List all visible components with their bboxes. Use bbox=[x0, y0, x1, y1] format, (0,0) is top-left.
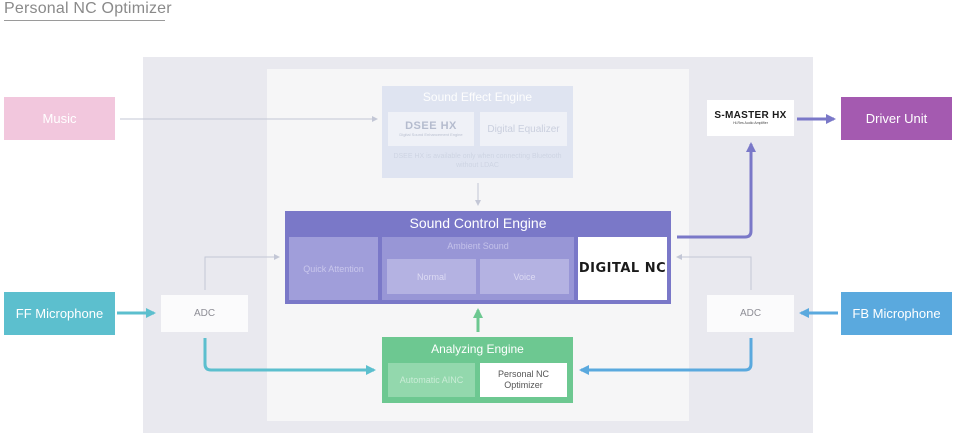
personal-nc-optimizer-block: Personal NC Optimizer bbox=[480, 363, 567, 397]
arrow-control-to-smaster bbox=[677, 142, 756, 239]
smaster-subtitle: Hi-Res Audio Amplifier bbox=[733, 121, 768, 125]
ambient-voice: Voice bbox=[480, 259, 569, 294]
smaster-logo: S-MASTER HX bbox=[714, 110, 787, 121]
arrow-adc-right-to-control bbox=[676, 254, 752, 290]
sound-control-engine-title: Sound Control Engine bbox=[409, 215, 547, 231]
ambient-normal: Normal bbox=[387, 259, 476, 294]
dsee-hx-block: DSEE HX Digital Sound Enhancement Engine bbox=[388, 112, 474, 146]
dsee-subtitle: Digital Sound Enhancement Engine bbox=[399, 132, 463, 137]
fb-microphone: FB Microphone bbox=[841, 292, 952, 335]
ambient-sound-title: Ambient Sound bbox=[447, 241, 509, 251]
automatic-ainc-block: Automatic AINC bbox=[388, 363, 475, 397]
sound-control-engine: Sound Control Engine Quick Attention Amb… bbox=[285, 211, 671, 304]
driver-unit: Driver Unit bbox=[841, 97, 952, 140]
arrow-adc-left-to-analyzing bbox=[203, 338, 376, 375]
dsee-note: DSEE HX is available only when connectin… bbox=[393, 153, 562, 169]
digital-nc-block: DIGITAL NC bbox=[578, 237, 667, 300]
ambient-sound-block: Ambient Sound Normal Voice bbox=[382, 237, 574, 300]
sound-effect-engine-title: Sound Effect Engine bbox=[422, 90, 533, 104]
adc-left: ADC bbox=[161, 295, 248, 332]
music-source: Music bbox=[4, 97, 115, 140]
digital-equalizer-block: Digital Equalizer bbox=[480, 112, 567, 146]
quick-attention-block: Quick Attention bbox=[289, 237, 378, 300]
dsee-logo: DSEE HX bbox=[405, 120, 457, 132]
title-underline bbox=[4, 20, 165, 21]
smaster-hx-amplifier: S-MASTER HX Hi-Res Audio Amplifier bbox=[707, 100, 794, 136]
analyzing-engine: Analyzing Engine Automatic AINC Personal… bbox=[382, 337, 573, 403]
ff-microphone: FF Microphone bbox=[4, 292, 115, 335]
sound-effect-engine: Sound Effect Engine DSEE HX Digital Soun… bbox=[382, 86, 573, 178]
page-title: Personal NC Optimizer bbox=[4, 0, 172, 17]
arrow-adc-left-to-control bbox=[204, 254, 280, 290]
arrow-adc-right-to-analyzing bbox=[579, 338, 753, 375]
analyzing-engine-title: Analyzing Engine bbox=[431, 342, 524, 356]
digital-nc-logo: DIGITAL NC bbox=[578, 261, 667, 276]
adc-right: ADC bbox=[707, 295, 794, 332]
